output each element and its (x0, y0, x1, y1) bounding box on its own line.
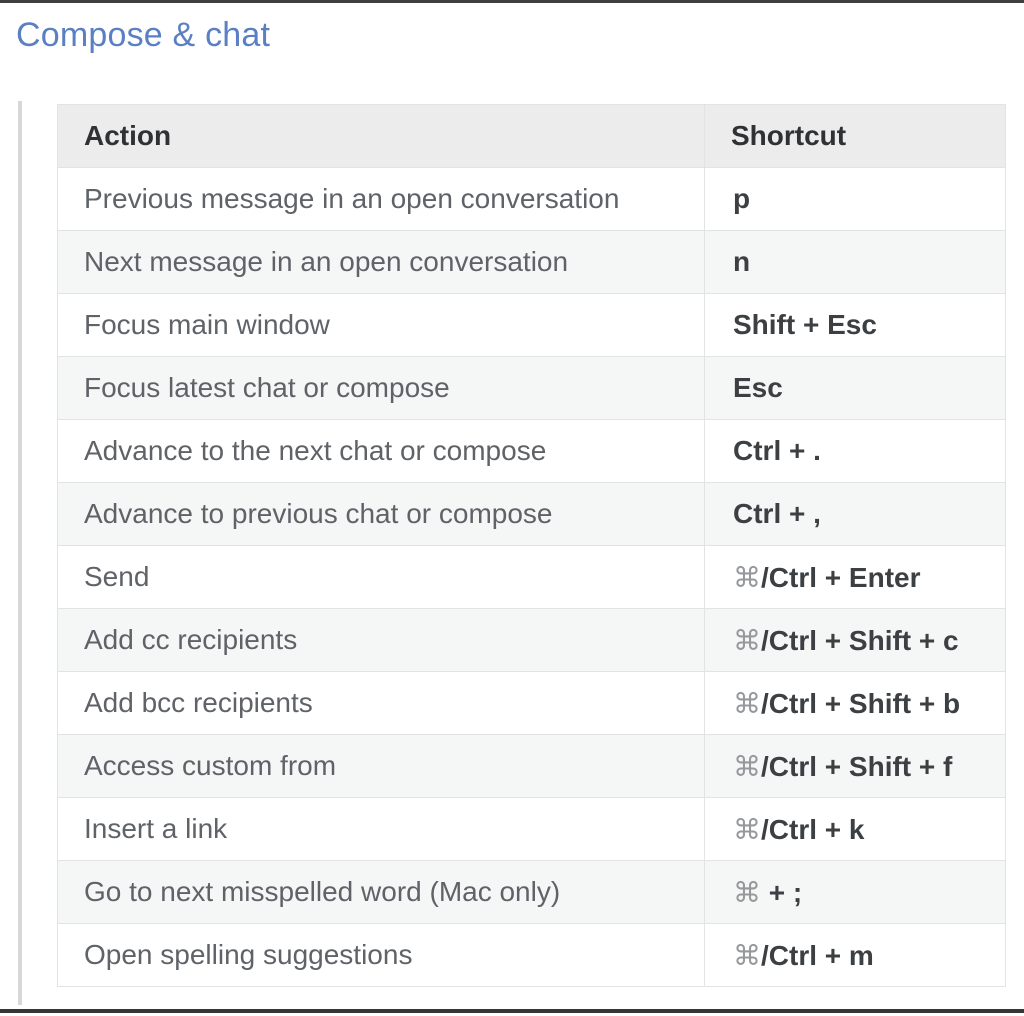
shortcut-cell: ⌘/Ctrl + Enter (704, 545, 1006, 609)
shortcut-keys: + ; (761, 876, 803, 908)
shortcut-keys: Esc (733, 372, 783, 403)
shortcut-cell: p (704, 167, 1006, 231)
table-row: Add cc recipients ⌘/Ctrl + Shift + c (57, 608, 1006, 672)
command-key-symbol: ⌘ (733, 561, 761, 593)
table-row: Send ⌘/Ctrl + Enter (57, 545, 1006, 609)
table-row: Go to next misspelled word (Mac only) ⌘ … (57, 860, 1006, 924)
top-edge-rule (0, 0, 1024, 3)
shortcut-keys: Ctrl + , (733, 498, 821, 529)
shortcut-cell: Ctrl + , (704, 482, 1006, 546)
command-key-symbol: ⌘ (733, 939, 761, 971)
shortcut-keys: /Ctrl + Enter (761, 561, 921, 593)
shortcut-cell: Ctrl + . (704, 419, 1006, 483)
shortcut-cell: Esc (704, 356, 1006, 420)
action-cell: Next message in an open conversation (57, 230, 705, 294)
bottom-edge-rule (0, 1009, 1024, 1013)
table-row: Access custom from ⌘/Ctrl + Shift + f (57, 734, 1006, 798)
table-row: Focus main window Shift + Esc (57, 293, 1006, 357)
blockquote-bar (18, 101, 22, 1005)
action-cell: Go to next misspelled word (Mac only) (57, 860, 705, 924)
action-cell: Advance to the next chat or compose (57, 419, 705, 483)
shortcut-keys: n (733, 246, 751, 277)
shortcut-cell: ⌘/Ctrl + m (704, 923, 1006, 987)
table-row: Open spelling suggestions ⌘/Ctrl + m (57, 923, 1006, 987)
table-row: Advance to the next chat or compose Ctrl… (57, 419, 1006, 483)
shortcut-cell: n (704, 230, 1006, 294)
action-cell: Previous message in an open conversation (57, 167, 705, 231)
column-header-shortcut: Shortcut (704, 104, 1006, 168)
action-cell: Open spelling suggestions (57, 923, 705, 987)
table-row: Previous message in an open conversation… (57, 167, 1006, 231)
command-key-symbol: ⌘ (733, 876, 761, 908)
action-cell: Advance to previous chat or compose (57, 482, 705, 546)
shortcut-keys: /Ctrl + k (761, 813, 865, 845)
shortcut-keys: Ctrl + . (733, 435, 821, 466)
shortcut-keys: /Ctrl + Shift + c (761, 624, 959, 656)
action-cell: Send (57, 545, 705, 609)
column-header-action: Action (57, 104, 705, 168)
command-key-symbol: ⌘ (733, 750, 761, 782)
table-row: Advance to previous chat or compose Ctrl… (57, 482, 1006, 546)
command-key-symbol: ⌘ (733, 624, 761, 656)
shortcut-cell: ⌘/Ctrl + Shift + f (704, 734, 1006, 798)
shortcut-keys: /Ctrl + Shift + b (761, 687, 961, 719)
shortcut-keys: /Ctrl + Shift + f (761, 750, 953, 782)
shortcut-cell: Shift + Esc (704, 293, 1006, 357)
action-cell: Focus latest chat or compose (57, 356, 705, 420)
table-row: Insert a link ⌘/Ctrl + k (57, 797, 1006, 861)
section-title: Compose & chat (16, 16, 271, 54)
shortcut-keys: p (733, 183, 751, 214)
shortcut-cell: ⌘ + ; (704, 860, 1006, 924)
shortcut-keys: Shift + Esc (733, 309, 877, 340)
action-cell: Access custom from (57, 734, 705, 798)
shortcut-cell: ⌘/Ctrl + k (704, 797, 1006, 861)
command-key-symbol: ⌘ (733, 687, 761, 719)
shortcut-keys: /Ctrl + m (761, 939, 874, 971)
action-cell: Add cc recipients (57, 608, 705, 672)
shortcuts-table: Action Shortcut Previous message in an o… (57, 104, 1006, 987)
table-header-row: Action Shortcut (57, 104, 1006, 168)
action-cell: Focus main window (57, 293, 705, 357)
action-cell: Insert a link (57, 797, 705, 861)
table-row: Next message in an open conversation n (57, 230, 1006, 294)
table-row: Add bcc recipients ⌘/Ctrl + Shift + b (57, 671, 1006, 735)
table-row: Focus latest chat or compose Esc (57, 356, 1006, 420)
action-cell: Add bcc recipients (57, 671, 705, 735)
shortcut-cell: ⌘/Ctrl + Shift + c (704, 608, 1006, 672)
command-key-symbol: ⌘ (733, 813, 761, 845)
shortcut-cell: ⌘/Ctrl + Shift + b (704, 671, 1006, 735)
